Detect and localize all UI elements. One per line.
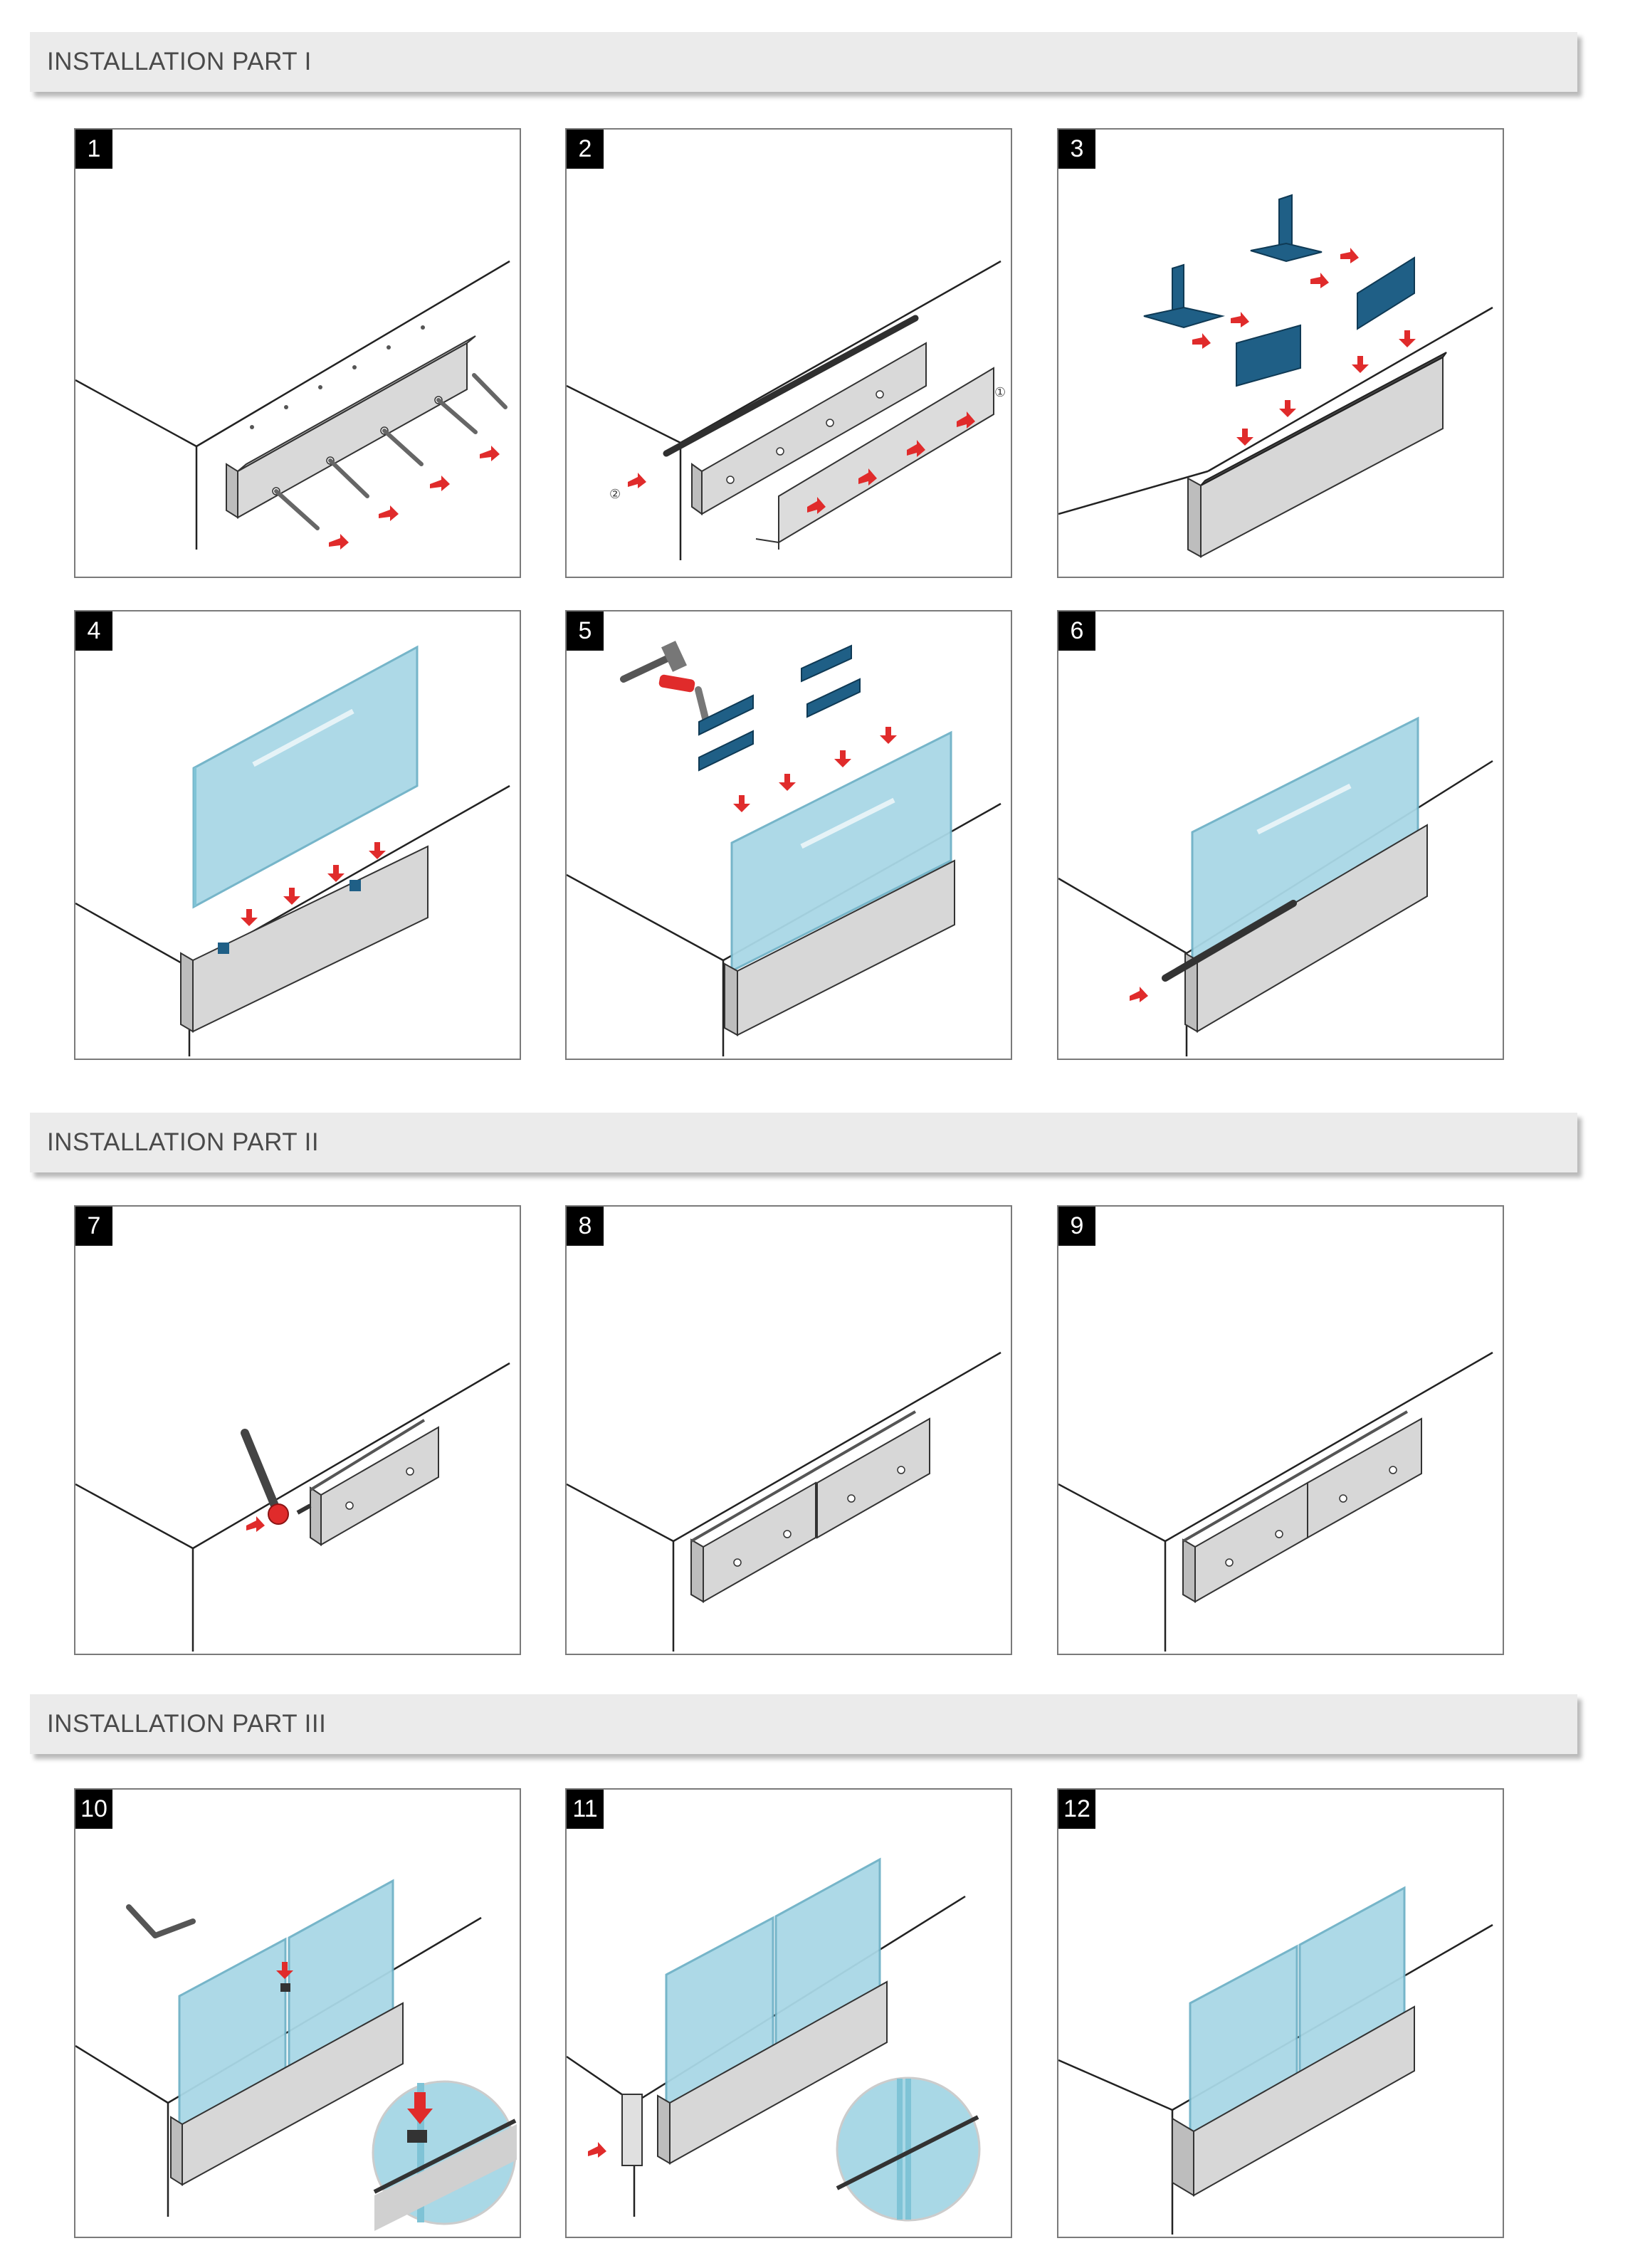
step-panel-6: 6 (1057, 610, 1504, 1060)
arrow-icon (733, 727, 897, 812)
step-panel-5: 5 (565, 610, 1012, 1060)
arrow-icon (628, 411, 975, 514)
step-5-illustration (567, 641, 1001, 1056)
section-title: INSTALLATION PART II (47, 1128, 320, 1156)
step-number: 1 (75, 130, 112, 169)
step-number: 8 (567, 1207, 604, 1246)
step-panel-4: 4 (74, 610, 521, 1060)
step-12-illustration (1058, 1886, 1493, 2235)
wrench-icon (126, 1904, 196, 1938)
step-6-illustration (1058, 716, 1493, 1056)
end-cap (621, 2094, 643, 2166)
step-2-illustration: ① ② (567, 260, 1006, 560)
arrow-icon (329, 446, 500, 550)
mallet-icon (620, 641, 709, 722)
step-11-illustration (567, 1857, 981, 2222)
step-number: 6 (1058, 611, 1095, 651)
detail-zoom-inset (836, 2077, 981, 2222)
step-7-illustration (75, 1362, 510, 1652)
step-panel-3: 3 (1057, 128, 1504, 578)
step-panel-11: 11 (565, 1788, 1012, 2238)
callout-1: ① (994, 385, 1006, 400)
section-title: INSTALLATION PART I (47, 48, 312, 75)
step-panel-9: 9 (1057, 1205, 1504, 1655)
gasket-icon (1143, 194, 1415, 387)
arrow-icon (588, 2142, 606, 2158)
section-header-part-3: INSTALLATION PART III (30, 1694, 1577, 1754)
step-4-illustration (75, 645, 510, 1056)
step-number: 3 (1058, 130, 1095, 169)
step-number: 4 (75, 611, 112, 651)
step-panel-2: ① ② 2 (565, 128, 1012, 578)
arrow-icon (1130, 987, 1148, 1002)
step-number: 10 (75, 1790, 112, 1829)
arrow-icon (276, 1962, 293, 1979)
detail-zoom-inset (372, 2080, 517, 2231)
callout-2: ② (609, 487, 621, 502)
step-3-illustration (1058, 194, 1493, 558)
step-10-illustration (75, 1879, 517, 2231)
step-number: 12 (1058, 1790, 1095, 1829)
step-panel-1: 1 (74, 128, 521, 578)
step-panel-10: 10 (74, 1788, 521, 2238)
arrow-icon (1192, 248, 1416, 446)
glass-panel (730, 730, 952, 973)
step-panel-8: 8 (565, 1205, 1012, 1655)
arrow-icon (241, 842, 386, 926)
step-1-illustration (75, 260, 510, 550)
step-panel-7: 7 (74, 1205, 521, 1655)
section-header-part-1: INSTALLATION PART I (30, 32, 1577, 92)
step-8-illustration (567, 1351, 1001, 1652)
arrow-icon (407, 2092, 433, 2124)
mallet-icon (241, 1429, 289, 1525)
arrow-icon (246, 1516, 265, 1532)
step-number: 2 (567, 130, 604, 169)
step-9-illustration (1058, 1351, 1493, 1652)
step-number: 5 (567, 611, 604, 651)
gasket-icon (698, 644, 861, 772)
step-number: 11 (567, 1790, 604, 1829)
section-title: INSTALLATION PART III (47, 1710, 327, 1738)
step-number: 7 (75, 1207, 112, 1246)
step-panel-12: 12 (1057, 1788, 1504, 2238)
section-header-part-2: INSTALLATION PART II (30, 1113, 1577, 1172)
step-number: 9 (1058, 1207, 1095, 1246)
